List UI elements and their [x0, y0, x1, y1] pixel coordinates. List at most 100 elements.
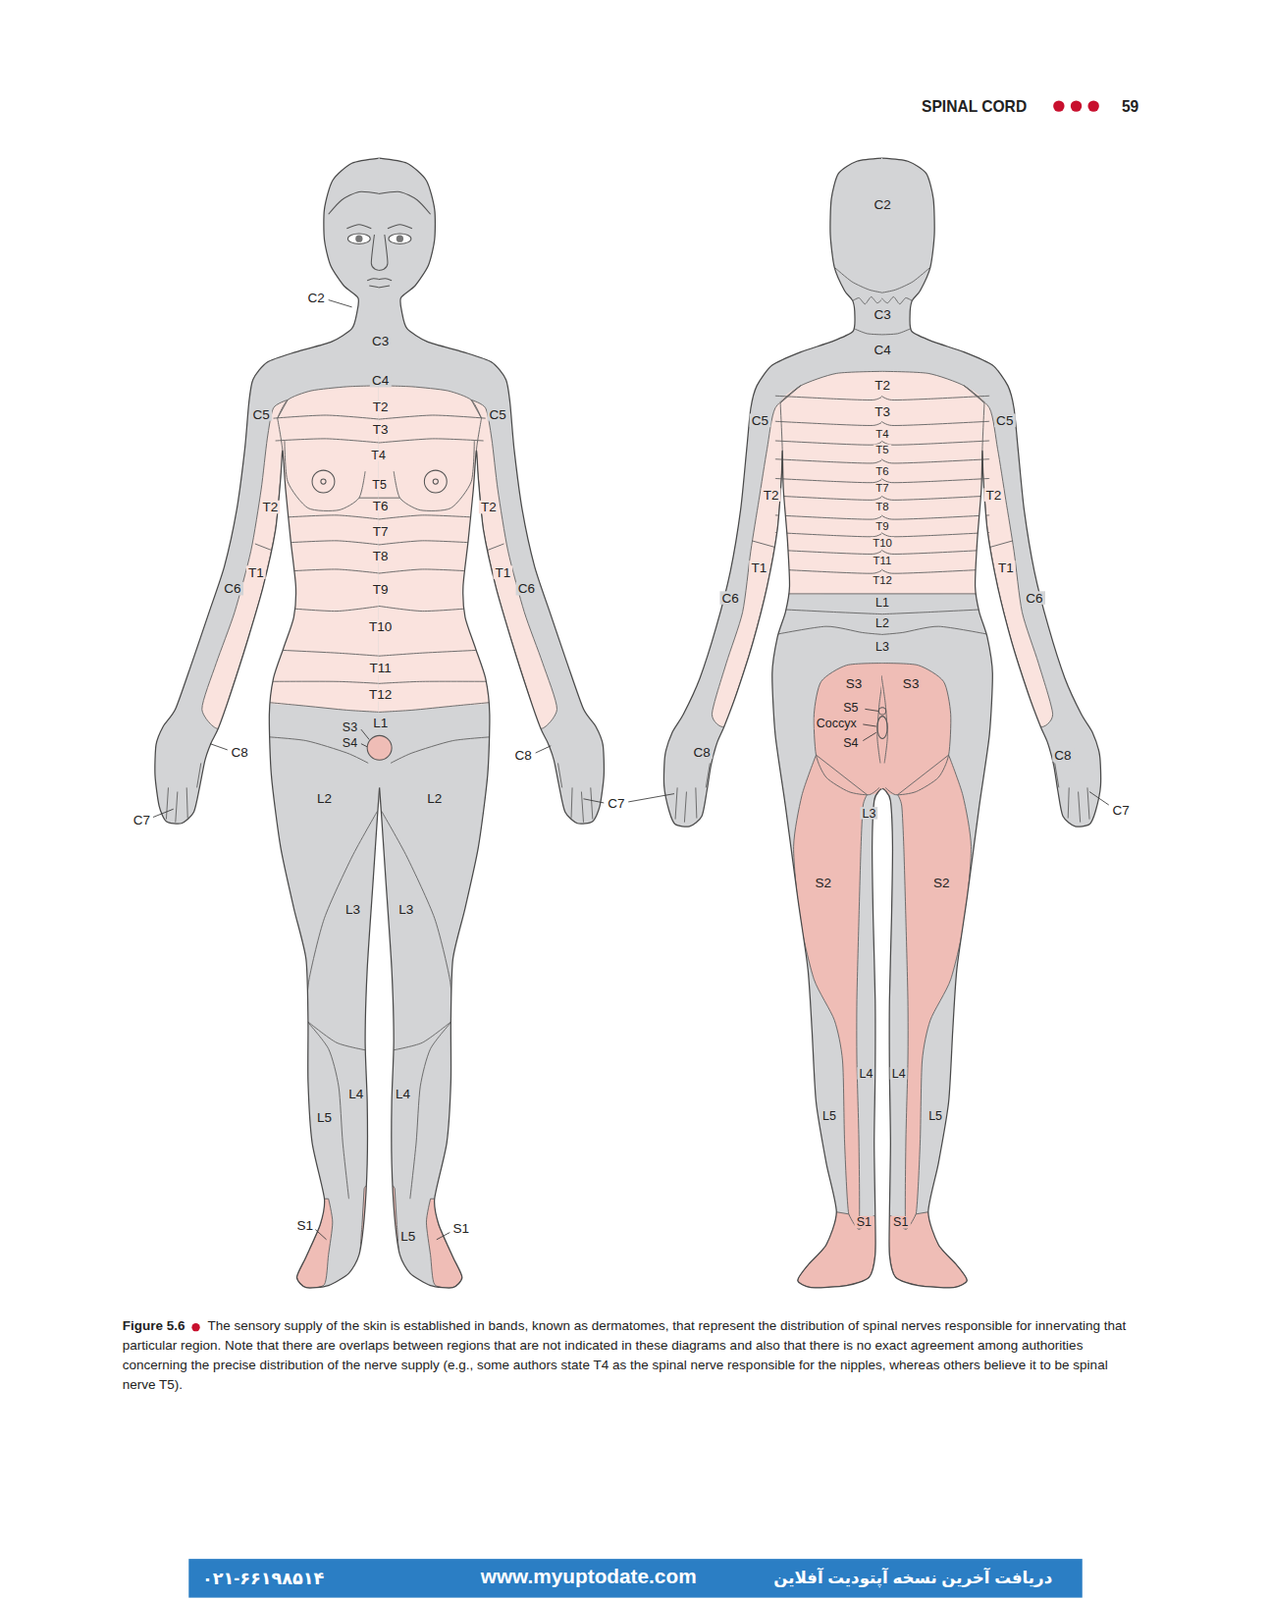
dermatome-label: C5	[749, 413, 771, 427]
figure-caption: The sensory supply of the skin is establ…	[122, 1318, 1127, 1392]
dermatome-label: C6	[221, 582, 243, 596]
dermatome-label: L1	[370, 715, 390, 730]
dermatome-label: L1	[873, 596, 892, 609]
dermatome-label: C2	[305, 291, 326, 306]
caption-bullet	[185, 1322, 209, 1332]
dermatome-label: S1	[854, 1216, 874, 1228]
dermatome-label: L4	[393, 1086, 413, 1101]
header-dots	[1053, 100, 1100, 111]
dermatome-label: C8	[1052, 747, 1073, 762]
dermatome-label: C6	[516, 582, 537, 596]
dermatome-label: L5	[398, 1229, 418, 1244]
dermatome-label: C3	[871, 307, 893, 321]
dermatome-label: T8	[873, 501, 892, 513]
dermatome-label: C2	[871, 197, 893, 212]
dermatome-label: L3	[396, 901, 416, 916]
leader-line	[535, 745, 552, 753]
back-figure	[663, 158, 1101, 1288]
dermatome-label: T10	[870, 536, 895, 548]
dermatome-label: L4	[346, 1086, 366, 1101]
dermatome-label: T2	[478, 500, 499, 515]
dermatome-label: C7	[605, 795, 627, 810]
dermatome-label: T2	[761, 487, 782, 502]
dermatome-label: C5	[994, 413, 1015, 427]
dermatome-label: L2	[315, 792, 334, 806]
dermatome-label: C6	[719, 590, 741, 605]
dermatome-label: T1	[492, 565, 513, 580]
footer-url: www.myuptodate.com	[478, 1565, 699, 1587]
dermatome-label: C8	[690, 744, 712, 759]
back-right-half	[881, 158, 1102, 1288]
leader-line	[862, 724, 877, 727]
front-left-half	[155, 158, 381, 1288]
header-dot	[1053, 100, 1064, 111]
dermatome-label: S3	[900, 677, 922, 691]
dermatome-label: L5	[315, 1110, 334, 1124]
dermatome-label: T5	[370, 477, 389, 490]
caption-block: Figure 5.6The sensory supply of the skin…	[122, 1316, 1133, 1394]
dermatome-label: T5	[873, 444, 892, 456]
page-number: 59	[1119, 98, 1142, 114]
dermatome-label: T11	[871, 555, 895, 567]
dermatome-label: T12	[367, 687, 394, 702]
dermatome-label: C7	[131, 813, 153, 828]
leader-line	[153, 808, 174, 817]
dermatome-label: L2	[424, 792, 444, 806]
dermatome-label: T8	[370, 549, 391, 564]
dermatome-label: C5	[250, 407, 271, 422]
dermatome-label: S1	[891, 1216, 910, 1228]
header-dot	[1087, 100, 1099, 111]
dermatome-label: T6	[370, 499, 391, 514]
dermatome-label: T12	[870, 575, 895, 586]
dermatome-label: S4	[841, 736, 860, 748]
dermatome-label: L5	[820, 1110, 839, 1122]
dermatome-label: Coccyx	[814, 717, 859, 730]
dermatome-label: L3	[860, 806, 879, 819]
dermatome-label: T2	[260, 500, 280, 515]
dermatome-label: L4	[890, 1066, 908, 1079]
dermatome-label: T2	[872, 377, 893, 392]
dermatome-label: T11	[367, 661, 393, 676]
dermatome-label: T1	[996, 560, 1016, 575]
leader-line	[1089, 792, 1110, 806]
leader-line	[864, 708, 879, 711]
dermatome-label: S5	[841, 701, 860, 714]
leader-line	[628, 793, 675, 802]
dermatome-label: T7	[370, 525, 391, 539]
dermatome-label: S1	[294, 1218, 316, 1233]
dermatome-label: S3	[844, 677, 865, 691]
leader-line	[210, 743, 228, 750]
dermatome-label: L5	[926, 1110, 945, 1122]
dermatome-label: T9	[873, 521, 892, 532]
dermatome-label: L2	[873, 617, 892, 630]
dermatome-label: S4	[340, 736, 360, 748]
dermatome-label: T3	[370, 423, 391, 437]
dermatome-label: T3	[872, 404, 893, 419]
genital-region	[367, 735, 392, 760]
leader-line	[436, 1232, 451, 1240]
dermatome-label: L4	[856, 1066, 875, 1079]
dermatome-label: C8	[512, 747, 533, 762]
dermatome-label: S3	[340, 721, 360, 734]
dermatome-label: C7	[1111, 802, 1132, 817]
leader-line	[361, 729, 370, 740]
dermatome-label: S1	[450, 1221, 472, 1236]
dermatome-label: L3	[343, 901, 363, 916]
footer-bar	[188, 1558, 1082, 1597]
dermatome-label: C4	[871, 343, 893, 358]
dermatome-label: T9	[370, 582, 391, 597]
dermatome-label: C6	[1023, 590, 1045, 605]
dermatome-label: T4	[369, 448, 388, 461]
figure-number: Figure 5.6	[122, 1318, 186, 1334]
dermatome-label: C3	[370, 333, 391, 348]
footer-phone: ۰۲۱-۶۶۱۹۸۵۱۴	[200, 1569, 327, 1588]
running-header: SPINAL CORD	[919, 98, 1029, 114]
leader-line	[862, 732, 877, 741]
dermatome-label: T7	[873, 482, 892, 494]
dermatome-label: T2	[983, 487, 1004, 502]
leader-line	[583, 798, 605, 803]
front-right-half	[378, 158, 605, 1288]
dermatome-label: L3	[873, 640, 892, 653]
s5-mark	[878, 707, 886, 715]
